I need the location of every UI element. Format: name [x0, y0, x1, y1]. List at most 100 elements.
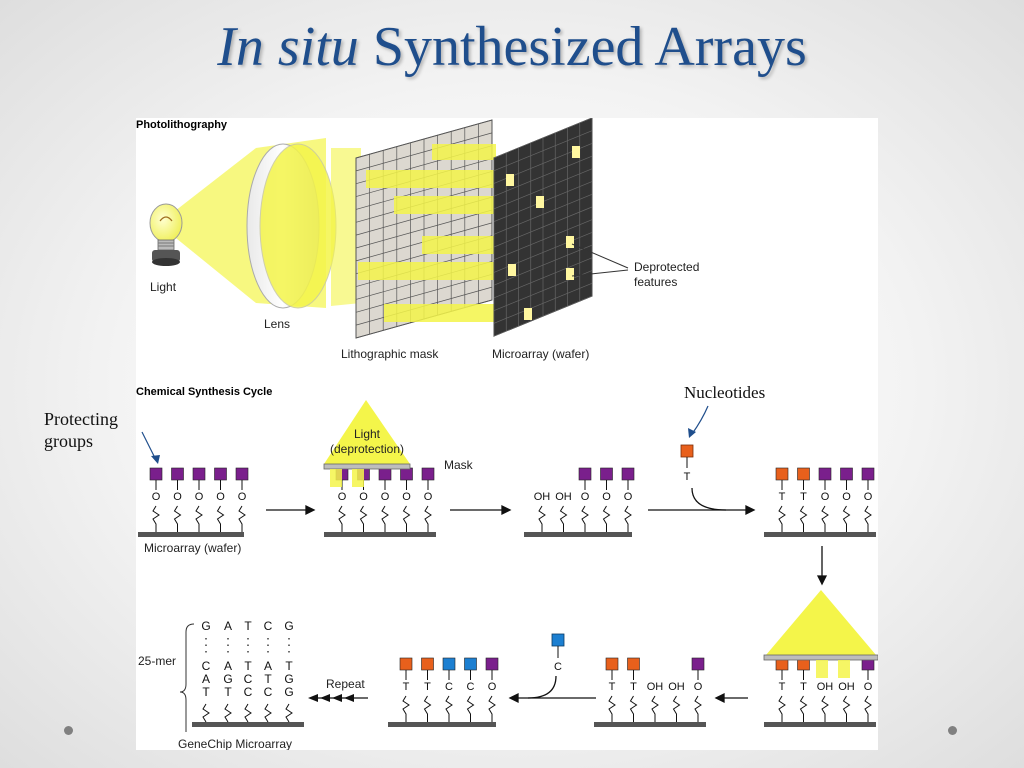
hydroxyl-label: OH	[838, 681, 855, 693]
hydroxyl-label: OH	[555, 491, 572, 503]
linker	[608, 695, 616, 722]
linker	[629, 695, 638, 722]
nav-dot-left	[64, 726, 73, 735]
lens-icon	[246, 143, 337, 309]
mer-brace	[179, 623, 195, 732]
wafer-bar	[764, 532, 876, 537]
wafer	[493, 117, 593, 337]
slide-title-italic: In situ	[217, 16, 359, 78]
linker	[864, 505, 872, 532]
light-label-line2: (deprotection)	[330, 442, 404, 456]
linker	[359, 505, 368, 532]
wafer-bar	[324, 532, 436, 537]
linker	[538, 505, 546, 532]
wafer-label: Microarray (wafer)	[492, 347, 589, 361]
sequence-letter: C	[202, 659, 211, 673]
site-letter: O	[694, 681, 703, 693]
linker	[624, 505, 632, 532]
linker	[778, 695, 786, 722]
site-letter: T	[800, 491, 807, 503]
protecting-group	[621, 467, 635, 481]
site-letter: O	[173, 491, 182, 503]
sequence-letter: T	[285, 659, 293, 673]
nucleotide-square	[797, 467, 810, 481]
wafer-bar	[524, 532, 632, 537]
incoming-nucleotide-c	[551, 633, 565, 647]
light-bars	[358, 144, 496, 322]
protecting-groups-line2: groups	[44, 431, 93, 451]
linker	[488, 695, 496, 722]
site-letter: T	[403, 681, 410, 693]
slide-title: In situ Synthesized Arrays	[0, 12, 1024, 82]
site-letter: O	[359, 491, 368, 503]
wafer-bar	[388, 722, 496, 727]
site-letter: O	[152, 491, 161, 503]
nucleotide-square	[464, 657, 477, 671]
site-letter: O	[424, 491, 433, 503]
photolithography-heading: Photolithography	[136, 119, 228, 131]
nucleotides-label: Nucleotides	[684, 383, 765, 402]
light-cone-step5	[766, 590, 876, 655]
linker	[152, 505, 160, 532]
sequence-letter: A	[202, 672, 210, 686]
repeat-label: Repeat	[326, 677, 365, 691]
protecting-group	[421, 467, 435, 481]
protecting-group	[691, 657, 705, 671]
site-letter: T	[800, 681, 807, 693]
site-letter: O	[864, 681, 873, 693]
nucleotides-arrow	[691, 405, 709, 435]
site-letter: O	[402, 491, 411, 503]
sequence-letter: G	[284, 685, 293, 699]
site-letter: C	[445, 681, 453, 693]
linker	[238, 505, 246, 532]
linker	[216, 505, 225, 532]
sequence-letter: T	[244, 619, 252, 633]
linker	[424, 505, 432, 532]
nucleotide-square	[421, 657, 434, 671]
linker	[821, 695, 829, 722]
linker	[244, 703, 252, 723]
sequence-letter: A	[224, 659, 232, 673]
site-letter: T	[779, 681, 786, 693]
protecting-group	[861, 467, 875, 481]
mask-label-step2: Mask	[444, 458, 474, 472]
linker	[799, 695, 808, 722]
linker	[694, 695, 702, 722]
nucleotide-square	[627, 657, 640, 671]
protecting-group	[485, 657, 499, 671]
site-letter: O	[864, 491, 873, 503]
protecting-group	[400, 467, 413, 481]
mask-bar-step2	[323, 463, 411, 470]
light-cone-step2	[324, 400, 410, 464]
callout-line-2	[571, 269, 629, 277]
incoming-t-letter: T	[684, 471, 691, 483]
nucleotide-square	[399, 657, 413, 671]
site-letter: T	[609, 681, 616, 693]
site-letter: T	[630, 681, 637, 693]
sequence-letter: C	[244, 672, 253, 686]
sequence-letter: T	[202, 685, 210, 699]
linker	[445, 695, 453, 722]
protecting-group	[214, 467, 227, 481]
protecting-group	[235, 467, 249, 481]
linker	[799, 505, 808, 532]
deprotected-features	[506, 146, 580, 320]
synthesis-heading: Chemical Synthesis Cycle	[136, 386, 272, 398]
linker	[195, 505, 203, 532]
site-letter: O	[238, 491, 247, 503]
nucleotide-square	[442, 657, 456, 671]
repeat-arrowheads	[308, 694, 354, 702]
linker	[821, 505, 829, 532]
light-bulb-icon	[149, 203, 183, 266]
wafer-bar	[594, 722, 706, 727]
sequence-letter: C	[264, 685, 273, 699]
protecting-groups-label: Protecting groups	[44, 408, 118, 452]
linker	[778, 505, 786, 532]
